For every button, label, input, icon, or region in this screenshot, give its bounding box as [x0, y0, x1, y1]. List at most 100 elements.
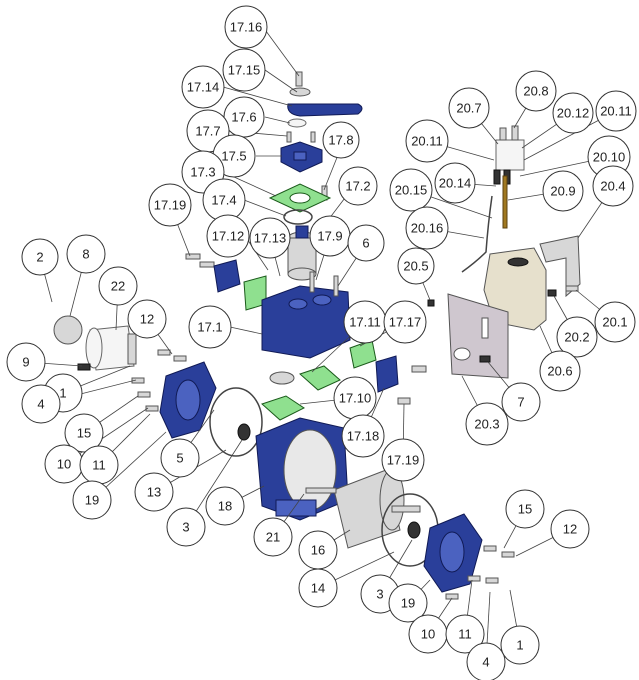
- balloon-label: 20.1: [602, 315, 627, 330]
- balloon-4a: 4: [21, 384, 61, 424]
- balloon-20-9: 20.9: [542, 170, 584, 212]
- balloon-circle: [381, 438, 425, 482]
- flange-17-18: [375, 355, 399, 393]
- parts-illustration: [53, 71, 581, 600]
- balloon-label: 20.12: [557, 106, 590, 121]
- balloon-circle: [188, 305, 232, 349]
- balloon-7: 7: [501, 382, 541, 422]
- balloon-label: 17.3: [190, 165, 215, 180]
- balloon-circle: [505, 489, 545, 529]
- balloon-17-12: 17.12: [206, 214, 250, 258]
- balloon-12a: 12: [127, 299, 167, 339]
- balloon-label: 20.2: [564, 330, 589, 345]
- solenoid-block: [493, 125, 525, 185]
- balloon-19a: 19: [72, 480, 112, 520]
- balloon-label: 11: [92, 458, 106, 473]
- balloon-17-14: 17.14: [181, 65, 225, 109]
- balloon-circle: [389, 168, 433, 212]
- balloon-circle: [341, 414, 385, 458]
- balloon-1b: 1: [500, 625, 540, 665]
- balloon-label: 1: [516, 638, 523, 653]
- balloon-circle: [166, 507, 206, 547]
- balloon-label: 17.19: [387, 453, 420, 468]
- balloon-label: 10: [421, 627, 435, 642]
- balloon-label: 20.4: [600, 179, 625, 194]
- balloon-18: 18: [205, 486, 245, 526]
- balloon-circle: [127, 299, 167, 339]
- balloon-17-16: 17.16: [224, 5, 268, 49]
- gasket-17-10: [261, 395, 305, 421]
- balloon-circle: [21, 238, 59, 276]
- seal-5: [237, 423, 251, 441]
- balloon-20-3: 20.3: [465, 402, 509, 446]
- balloon-label: 22: [111, 279, 125, 294]
- balloon-label: 20.11: [600, 104, 632, 119]
- balloon-label: 20.7: [456, 101, 481, 116]
- balloon-label: 17.18: [347, 429, 380, 444]
- balloon-label: 17.15: [228, 63, 261, 78]
- balloon-circle: [556, 316, 598, 358]
- balloon-20-6: 20.6: [539, 350, 581, 392]
- balloon-circle: [160, 438, 200, 478]
- balloon-label: 20.9: [550, 184, 575, 199]
- balloon-10a: 10: [44, 444, 84, 484]
- balloon-label: 6: [362, 236, 369, 251]
- balloon-label: 17.9: [317, 229, 342, 244]
- balloon-label: 17.19: [154, 198, 187, 213]
- balloon-circle: [466, 642, 506, 680]
- balloon-label: 15: [77, 426, 91, 441]
- balloon-22: 22: [98, 266, 138, 306]
- balloon-circle: [552, 92, 594, 134]
- balloon-20-11b: 20.11: [595, 90, 637, 132]
- balloon-label: 17.5: [221, 149, 246, 164]
- balloon-17-17: 17.17: [383, 300, 427, 344]
- balloon-17-10: 17.10: [333, 376, 377, 420]
- balloon-circle: [539, 350, 581, 392]
- balloon-20-14: 20.14: [434, 162, 476, 204]
- balloon-circle: [542, 170, 584, 212]
- balloon-17-6: 17.6: [223, 96, 265, 138]
- balloon-circle: [592, 165, 634, 207]
- balloon-label: 20.5: [403, 259, 428, 274]
- balloon-circle: [405, 206, 449, 250]
- balloon-17-1: 17.1: [188, 305, 232, 349]
- pump-body-18: [255, 417, 349, 521]
- balloon-label: 17.2: [345, 179, 370, 194]
- balloon-label: 17.17: [389, 315, 422, 330]
- balloon-circle: [181, 65, 225, 109]
- balloon-circle: [249, 217, 291, 259]
- balloon-20-8: 20.8: [515, 70, 557, 112]
- balloon-label: 2: [36, 250, 43, 265]
- balloon-circle: [500, 625, 540, 665]
- balloon-label: 10: [57, 457, 71, 472]
- balloon-10b: 10: [408, 614, 448, 654]
- bracket-20-4: [539, 235, 581, 298]
- balloon-circle: [205, 486, 245, 526]
- balloon-circle: [434, 162, 476, 204]
- seal-3-right: [407, 521, 421, 539]
- balloon-circle: [594, 301, 636, 343]
- balloon-17-19b: 17.19: [381, 438, 425, 482]
- balloon-circle: [298, 568, 338, 608]
- gasket-ring-13: [209, 387, 263, 457]
- oring-17-4: [283, 209, 313, 225]
- balloon-20-5: 20.5: [397, 247, 435, 285]
- balloon-label: 20.8: [523, 84, 548, 99]
- balloon-label: 20.11: [411, 134, 443, 149]
- balloon-label: 13: [147, 485, 161, 500]
- balloon-15a: 15: [64, 413, 104, 453]
- balloon-label: 5: [176, 451, 183, 466]
- balloon-label: 17.16: [230, 20, 263, 35]
- balloon-circle: [388, 583, 428, 623]
- seal-17-11: [269, 371, 295, 385]
- balloon-circle: [397, 247, 435, 285]
- balloon-label: 17.1: [197, 320, 222, 335]
- balloon-label: 20.3: [474, 417, 499, 432]
- balloon-17-19a: 17.19: [148, 183, 192, 227]
- balloon-label: 20.14: [439, 176, 472, 191]
- balloon-17-11: 17.11: [343, 300, 387, 344]
- balloon-circle: [98, 266, 138, 306]
- balloon-label: 14: [311, 581, 325, 596]
- balloon-20-11a: 20.11: [405, 119, 449, 163]
- balloon-label: 17.4: [211, 193, 236, 208]
